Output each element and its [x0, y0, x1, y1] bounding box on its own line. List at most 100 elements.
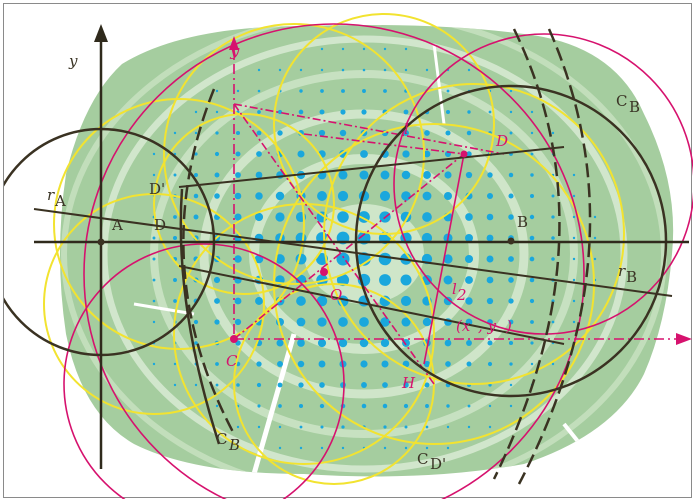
- sample-dot: [338, 338, 348, 348]
- sample-dot: [152, 152, 156, 156]
- sample-dot: [383, 446, 387, 450]
- sample-dot: [383, 425, 387, 429]
- sample-dot: [466, 340, 472, 346]
- sample-dot: [425, 446, 429, 450]
- magenta-arrowhead: [229, 36, 239, 50]
- magenta-diagonal: [233, 103, 435, 385]
- sample-dot: [257, 89, 261, 93]
- sample-dot: [381, 360, 389, 368]
- points: [97, 150, 515, 343]
- sample-dot: [465, 213, 473, 221]
- sample-dot: [256, 382, 262, 388]
- sample-dot: [382, 403, 388, 409]
- sample-dot: [403, 109, 409, 115]
- sample-dot: [465, 234, 473, 242]
- sample-dot: [383, 47, 387, 51]
- sample-dot: [359, 170, 369, 180]
- sample-dot: [530, 173, 534, 177]
- sample-dot: [443, 296, 453, 306]
- sample-dot: [214, 172, 220, 178]
- sample-dot: [465, 192, 473, 200]
- sample-dot: [593, 236, 597, 240]
- sample-dot: [317, 317, 327, 327]
- sample-dot: [509, 110, 513, 114]
- sample-dot: [404, 47, 408, 51]
- sample-dot: [379, 274, 391, 286]
- sample-dot: [359, 317, 369, 327]
- sample-dot: [422, 212, 432, 222]
- sample-dot: [277, 361, 283, 367]
- yellow-circle: [273, 123, 595, 445]
- sample-dot: [319, 109, 325, 115]
- label-ra: r: [47, 186, 55, 204]
- sample-dot: [404, 446, 408, 450]
- magenta-diagonal: [233, 103, 505, 155]
- sample-dot: [255, 297, 263, 305]
- sample-dot: [318, 360, 326, 368]
- sample-dot: [173, 299, 177, 303]
- sample-dot: [551, 257, 555, 261]
- label-d: D: [154, 216, 166, 234]
- sample-dot: [446, 110, 450, 114]
- labels: y y C B C B C D' r A r B A B D D' D C O …: [47, 42, 640, 473]
- sample-dot: [320, 89, 324, 93]
- sample-dot: [337, 211, 349, 223]
- sample-dot: [359, 338, 369, 348]
- sample-dot: [215, 131, 219, 135]
- sample-dot: [403, 382, 409, 388]
- sample-dot: [529, 235, 535, 241]
- sample-dot: [338, 317, 348, 327]
- sample-dot: [572, 299, 576, 303]
- label-rb: r: [618, 262, 626, 280]
- sample-dot: [361, 403, 367, 409]
- sample-dot: [194, 110, 198, 114]
- sample-dot: [486, 297, 494, 305]
- magenta-diagonal: [423, 153, 465, 365]
- sample-dot: [467, 110, 471, 114]
- sample-dot: [551, 215, 555, 219]
- sample-dot: [235, 172, 241, 178]
- sample-dot: [509, 383, 513, 387]
- label-cd-bottom: C: [417, 450, 428, 468]
- sample-dot: [530, 341, 534, 345]
- magenta-arrowhead: [676, 333, 692, 345]
- sample-dot: [508, 298, 514, 304]
- sample-dot: [341, 446, 345, 450]
- sample-dot: [378, 252, 392, 266]
- sample-dot: [213, 276, 221, 284]
- sample-dot: [508, 172, 514, 178]
- sample-dot: [295, 274, 307, 286]
- sample-dot: [466, 151, 472, 157]
- sample-dot: [593, 215, 597, 219]
- sample-dot: [400, 295, 412, 307]
- sample-dot: [256, 151, 262, 157]
- label-c-mag: C: [226, 352, 238, 370]
- line-ab: [33, 208, 673, 297]
- y-axis-arrow: [94, 24, 108, 42]
- sample-dot: [424, 382, 430, 388]
- sample-dot: [318, 129, 326, 137]
- sample-dot: [320, 68, 324, 72]
- sample-dot: [341, 89, 345, 93]
- sample-dot: [257, 425, 261, 429]
- label-y-axis: y: [68, 52, 78, 70]
- sample-dot: [275, 191, 285, 201]
- sample-dot: [278, 68, 282, 72]
- sample-dot: [298, 403, 304, 409]
- label-b: B: [517, 213, 528, 231]
- sample-dot: [509, 89, 513, 93]
- sample-dot: [551, 131, 555, 135]
- sample-dot: [421, 232, 433, 244]
- sample-dot: [593, 257, 597, 261]
- sample-dot: [445, 130, 451, 136]
- sample-dot: [214, 298, 220, 304]
- sample-dot: [422, 191, 432, 201]
- arc-cb-right: [492, 28, 561, 480]
- sample-dot: [422, 275, 432, 285]
- sample-dot: [277, 382, 283, 388]
- sample-dot: [488, 425, 492, 429]
- sample-dot: [402, 129, 410, 137]
- sample-dot: [530, 152, 534, 156]
- sample-dot: [464, 254, 474, 264]
- point-a: [97, 238, 105, 246]
